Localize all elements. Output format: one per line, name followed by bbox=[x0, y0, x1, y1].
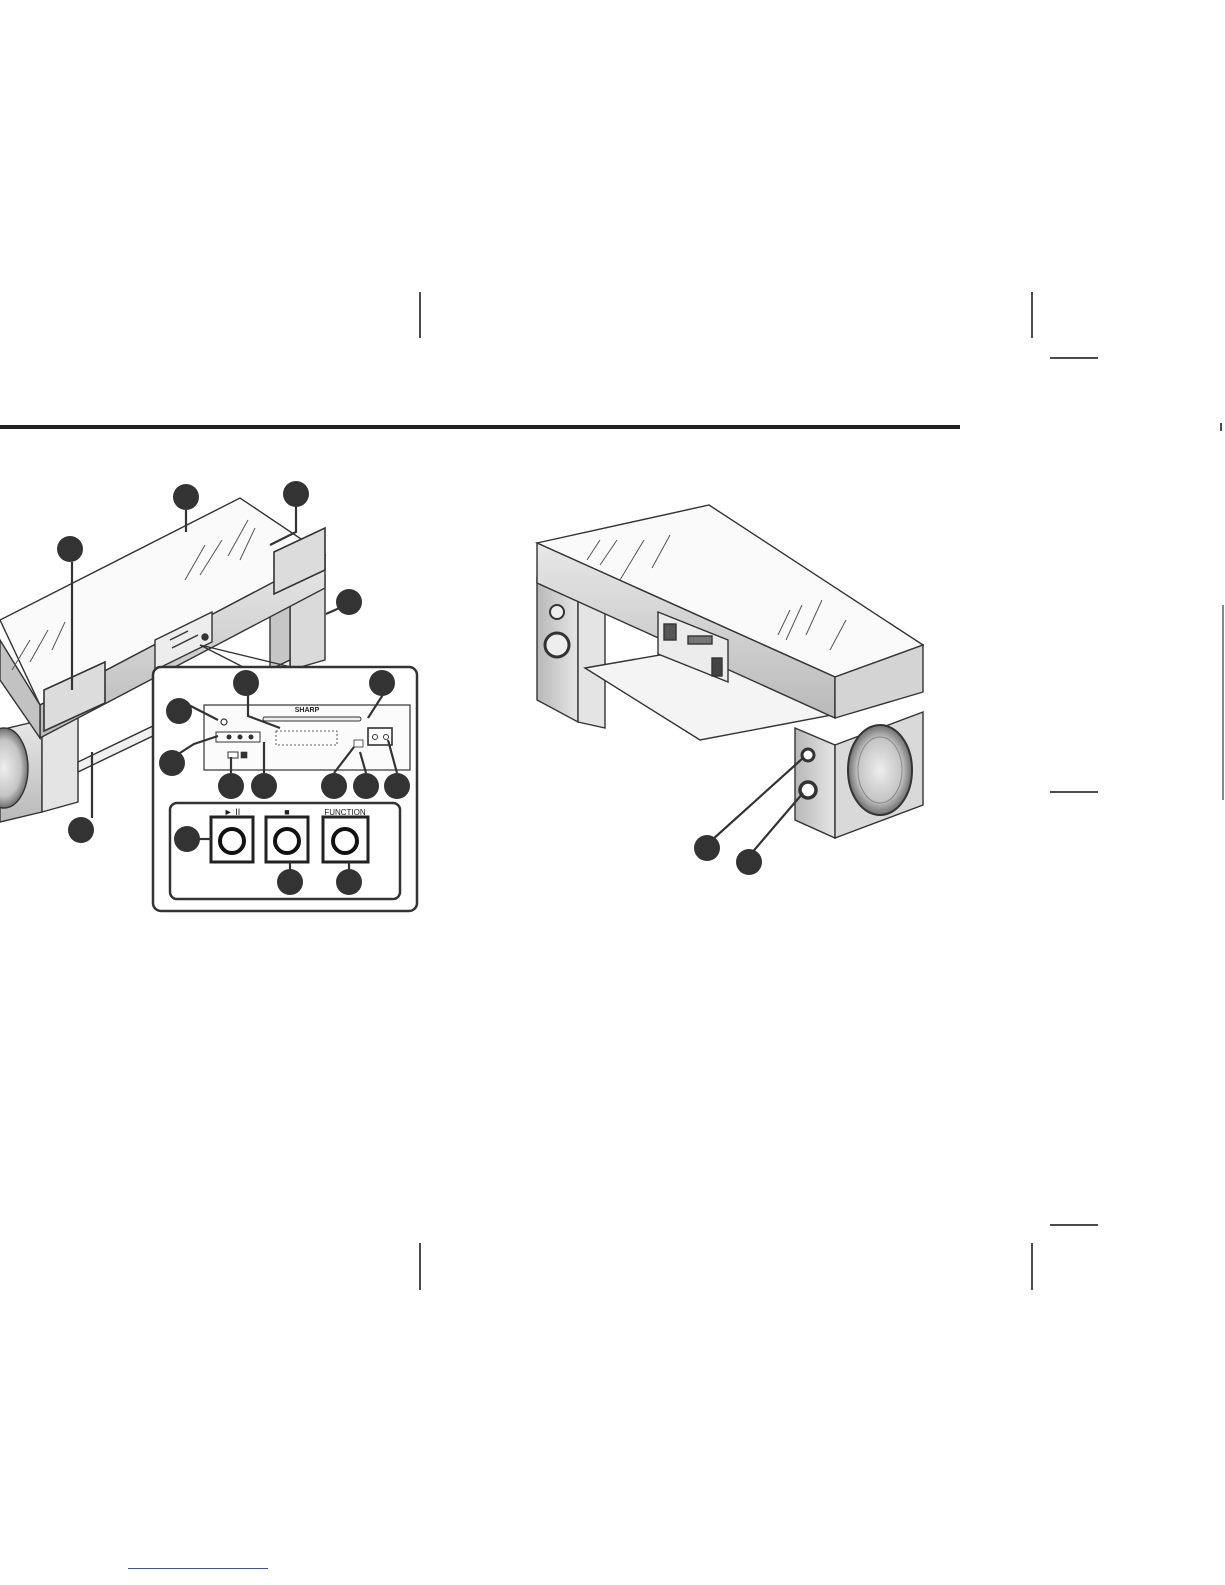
play-pause-label: ► II bbox=[224, 807, 240, 817]
push-button-icon bbox=[275, 829, 299, 853]
callout-marker-icon bbox=[353, 773, 379, 799]
callout-marker-icon bbox=[57, 536, 83, 562]
header-rule bbox=[0, 425, 960, 429]
push-button-icon bbox=[220, 829, 244, 853]
stop-label: ■ bbox=[284, 807, 289, 817]
callout-markers-right bbox=[694, 835, 762, 875]
callout-marker-icon bbox=[321, 773, 347, 799]
callout-marker-icon bbox=[174, 826, 200, 852]
callout-marker-icon bbox=[283, 481, 309, 507]
footer-link-underline bbox=[128, 1568, 268, 1569]
rear-view-illustration bbox=[537, 505, 923, 838]
callout-marker-icon bbox=[369, 670, 395, 696]
callout-marker-icon bbox=[736, 849, 762, 875]
callout-marker-icon bbox=[173, 484, 199, 510]
callout-marker-icon bbox=[166, 698, 192, 724]
function-label: FUNCTION bbox=[324, 808, 366, 817]
callout-marker-icon bbox=[218, 773, 244, 799]
callout-marker-icon bbox=[159, 750, 185, 776]
callout-marker-icon bbox=[336, 589, 362, 615]
callout-marker-icon bbox=[233, 670, 259, 696]
push-button-icon bbox=[333, 829, 357, 853]
callout-marker-icon bbox=[68, 817, 94, 843]
callout-leaders-right bbox=[712, 758, 803, 855]
callout-marker-icon bbox=[694, 835, 720, 861]
speaker-grille-icon bbox=[545, 633, 569, 657]
brand-label: SHARP bbox=[295, 707, 320, 714]
function-button[interactable]: FUNCTION bbox=[323, 808, 368, 862]
callout-marker-icon bbox=[384, 773, 410, 799]
speaker-grille-icon bbox=[550, 605, 564, 619]
callout-marker-icon bbox=[251, 773, 277, 799]
callout-marker-icon bbox=[277, 869, 303, 895]
callout-marker-icon bbox=[336, 869, 362, 895]
